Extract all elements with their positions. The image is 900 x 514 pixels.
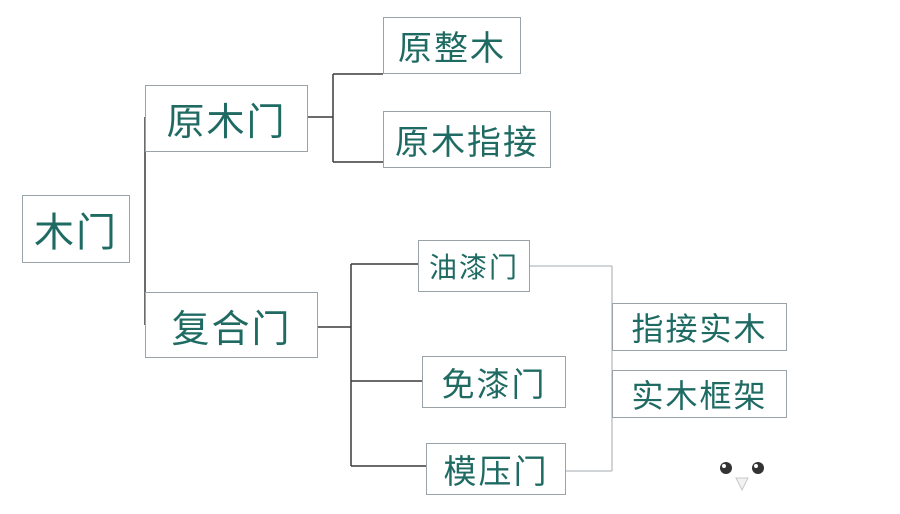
node-solid-whole-wood: 原整木 (383, 17, 521, 74)
node-solid-wood-door: 原木门 (145, 85, 308, 152)
right-eye-icon (752, 462, 764, 474)
node-paint-door: 油漆门 (418, 240, 530, 292)
node-solid-wood-frame: 实木框架 (612, 370, 787, 418)
node-finger-joint-solid-wood: 指接实木 (612, 303, 787, 351)
left-eye-icon (720, 462, 732, 474)
root-node-wood-door: 木门 (22, 195, 130, 263)
cartoon-face-icon (712, 456, 772, 504)
node-paint-free-door: 免漆门 (422, 356, 566, 408)
node-solid-wood-finger-joint: 原木指接 (383, 111, 551, 168)
node-composite-door: 复合门 (145, 292, 318, 358)
node-molded-door: 模压门 (426, 443, 566, 495)
beak-icon (735, 477, 749, 492)
